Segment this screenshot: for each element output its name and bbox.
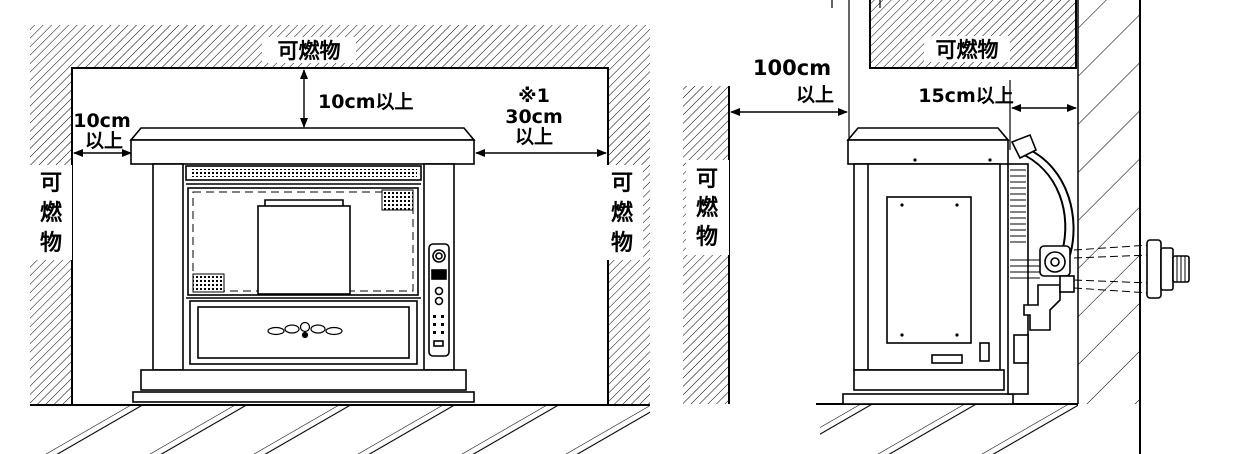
stove-front: [129, 127, 476, 403]
svg-text:可: 可: [611, 171, 633, 196]
svg-text:燃: 燃: [611, 200, 634, 226]
side-rear-clearance-dimension: 15cm以上: [918, 80, 1077, 150]
front-top-clearance-dimension: 10cm以上: [300, 69, 414, 128]
svg-text:10cm: 10cm: [73, 110, 131, 132]
svg-text:燃: 燃: [696, 195, 719, 221]
svg-text:物: 物: [40, 230, 62, 256]
side-combustible-top-label: 可燃物: [936, 38, 999, 62]
svg-text:10cm以上: 10cm以上: [318, 91, 414, 113]
side-rear-wall: [1077, 0, 1141, 454]
svg-text:以上: 以上: [515, 126, 553, 148]
svg-text:15cm以上: 15cm以上: [918, 85, 1014, 107]
side-floor: [816, 403, 1078, 454]
svg-text:※1: ※1: [518, 85, 550, 107]
vent-terminal: [1073, 239, 1190, 299]
control-panel: [428, 243, 450, 357]
front-combustible-top-label: 可燃物: [278, 39, 341, 63]
side-front-clearance-dimension: 100cm 以上: [730, 56, 848, 116]
front-combustible-right-label: 可 燃 物: [611, 171, 634, 256]
side-view: 可 燃 物 可燃物 100cm: [683, 0, 1190, 454]
svg-text:100cm: 100cm: [753, 56, 831, 80]
side-top-combustible: 可燃物: [869, 0, 1077, 69]
svg-text:以上: 以上: [796, 84, 834, 106]
svg-text:以上: 以上: [85, 130, 123, 152]
front-view: 可燃物 可 燃 物 可 燃 物 10cm以上 10cm 以上 ※1 30cm 以…: [30, 25, 650, 454]
ornament-icon: [267, 321, 343, 339]
front-left-clearance-dimension: 10cm 以上: [73, 110, 132, 157]
flue-duct: [1010, 169, 1040, 279]
side-left-wall: 可 燃 物: [683, 86, 730, 404]
stove-side: [842, 127, 1075, 405]
svg-text:30cm: 30cm: [505, 106, 563, 128]
svg-text:可: 可: [696, 167, 718, 192]
svg-text:物: 物: [696, 224, 718, 250]
svg-text:燃: 燃: [40, 200, 63, 226]
front-combustible-left-label: 可 燃 物: [40, 171, 63, 256]
front-floor: [30, 404, 650, 454]
svg-text:物: 物: [611, 230, 633, 256]
side-combustible-left-label: 可 燃 物: [696, 167, 719, 250]
svg-text:可: 可: [40, 171, 62, 196]
front-right-clearance-dimension: ※1 30cm 以上: [475, 85, 607, 157]
